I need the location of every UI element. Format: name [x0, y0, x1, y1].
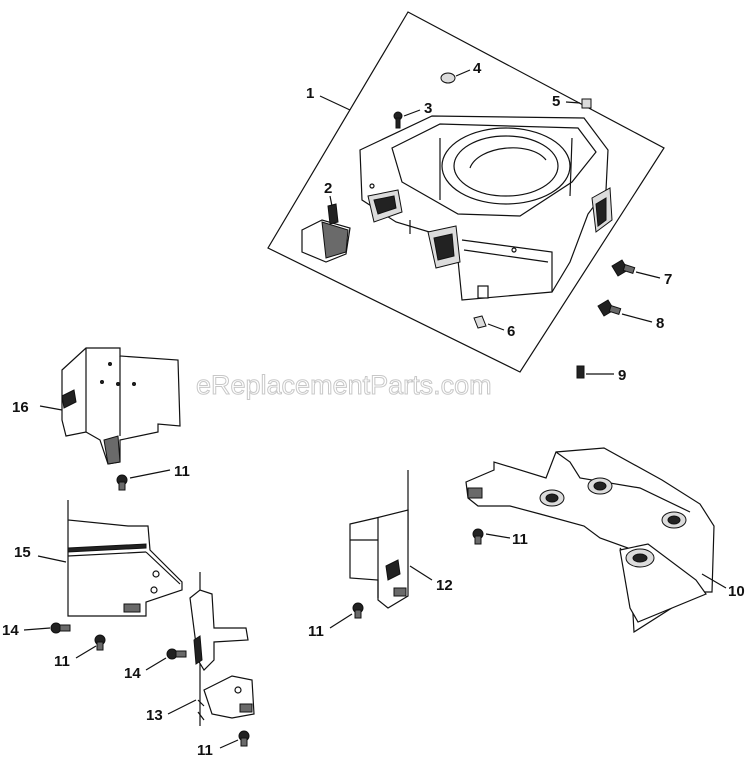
part-10-plate: [465, 447, 715, 634]
blower-housing: [359, 115, 613, 301]
callout-labels: 1 2 3 4 5 6 7 8 9 10 11 11 11 11 11 12 1…: [2, 60, 745, 759]
callout-9: 9: [618, 367, 626, 384]
part-11-screw-a: [116, 474, 128, 491]
callout-11-a: 11: [174, 463, 190, 480]
part-11-screw-b: [94, 634, 106, 651]
callout-12: 12: [436, 577, 453, 594]
callout-1: 1: [306, 85, 314, 102]
part-9-screw: [576, 365, 585, 379]
part-3-screw: [393, 111, 403, 129]
callout-16: 16: [12, 399, 29, 416]
part-11-screw-c: [238, 730, 250, 747]
callout-15: 15: [14, 544, 31, 561]
part-12-bracket: [349, 470, 409, 609]
part-15-bracket: [67, 500, 183, 617]
callout-3: 3: [424, 100, 432, 117]
part-6-nut: [473, 315, 487, 329]
part-5-nut: [581, 98, 592, 109]
callout-2: 2: [324, 180, 332, 197]
callout-14-a: 14: [2, 622, 19, 639]
part-8-screw: [597, 299, 622, 317]
callout-8: 8: [656, 315, 664, 332]
callout-5: 5: [552, 93, 560, 110]
part-11-screw-d: [352, 602, 364, 619]
part-11-screw-e: [472, 528, 484, 545]
part-16-shield: [61, 347, 181, 465]
callout-4: 4: [473, 60, 482, 77]
callout-11-c: 11: [197, 742, 213, 759]
part-14-screw-a: [50, 622, 71, 634]
callout-6: 6: [507, 323, 515, 340]
callout-13: 13: [146, 707, 163, 724]
callout-10: 10: [728, 583, 745, 600]
watermark-text: eReplacementParts.com: [196, 370, 492, 400]
part-4-plug: [440, 72, 456, 84]
callout-14-b: 14: [124, 665, 141, 682]
callout-11-d: 11: [308, 623, 324, 640]
part-2-clip: [301, 203, 351, 263]
callout-11-e: 11: [512, 531, 528, 548]
part-13-baffle: [189, 572, 255, 726]
leader-lines: [23, 69, 727, 749]
part-14-screw-b: [166, 648, 187, 660]
part-7-screw: [611, 259, 636, 277]
callout-11-b: 11: [54, 653, 70, 670]
callout-7: 7: [664, 271, 672, 288]
